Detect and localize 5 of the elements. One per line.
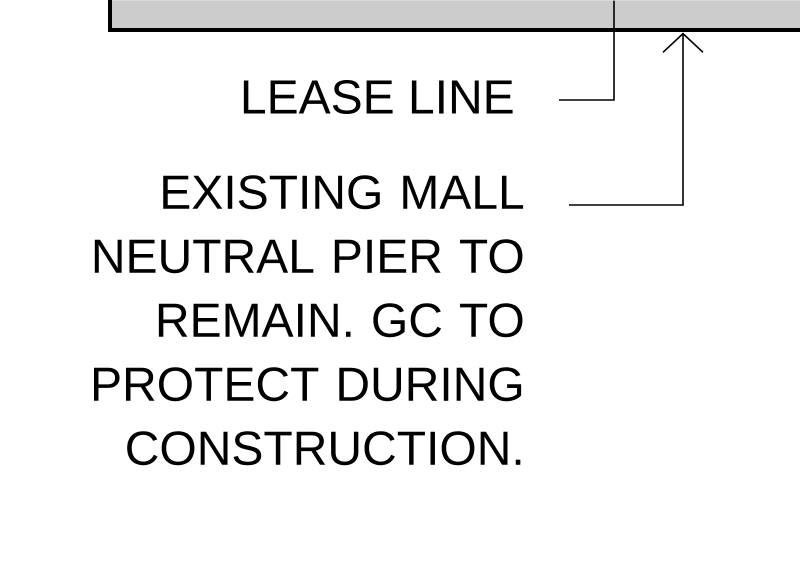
leader-line	[569, 32, 704, 206]
note-text: EXISTING MALL NEUTRAL PIER TO REMAIN. GC TO PROTECT DURING CONSTRUCTION.	[94, 175, 524, 466]
pier-band	[108, 0, 800, 32]
leader-line	[559, 0, 615, 101]
note-text: LEASE LINE	[244, 80, 513, 114]
